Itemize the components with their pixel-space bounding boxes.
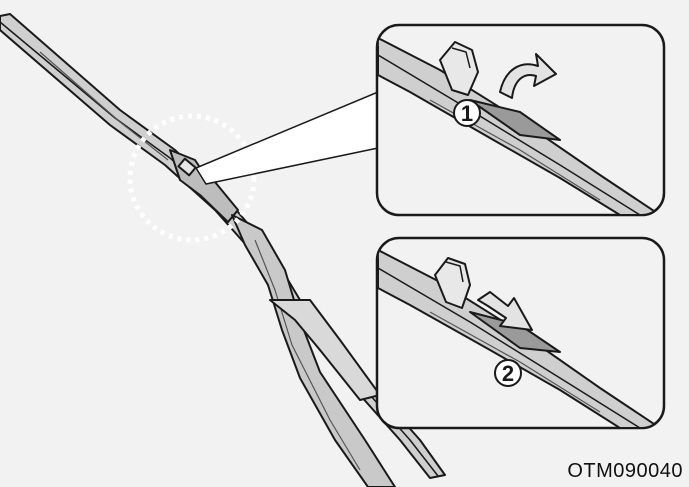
step-2-number: 2: [502, 361, 514, 386]
figure-code: OTM090040: [567, 460, 683, 482]
inset-step-2: 2: [375, 236, 666, 430]
step-2-marker: [494, 359, 522, 387]
inset-step-1: 1: [375, 23, 666, 217]
slide-arrow-icon: [477, 291, 533, 331]
callout-leader-lines: [194, 90, 379, 185]
step-1-number: 1: [461, 101, 473, 126]
callout-circle-icon: [127, 113, 257, 243]
step-1-marker: [453, 99, 481, 127]
rotate-arrow-icon: [499, 53, 557, 99]
